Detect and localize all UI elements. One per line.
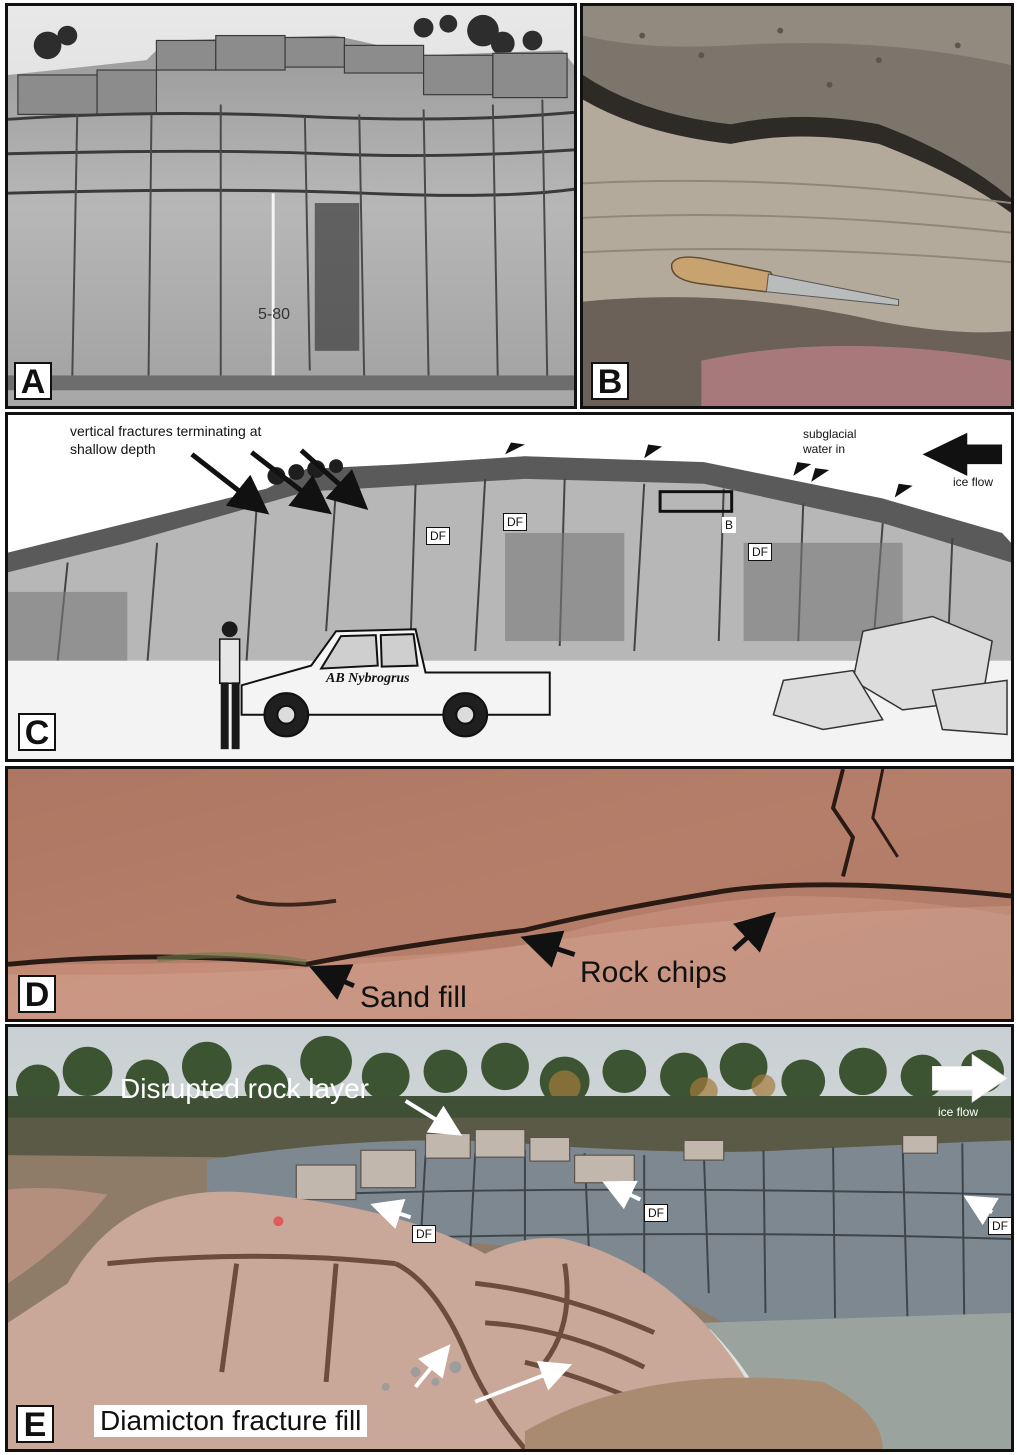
panel-b-photo [583, 6, 1011, 406]
panel-d-label: D [18, 975, 56, 1013]
df-label: DF [412, 1225, 436, 1243]
panel-d: Sand fill Rock chips D [5, 766, 1014, 1022]
df-label: DF [426, 527, 450, 545]
diamicton-fracture-fill-label: Diamicton fracture fill [94, 1405, 368, 1437]
panel-e: Disrupted rock layer ice flow DF DF DF D… [5, 1024, 1014, 1452]
disrupted-rock-layer-label: Disrupted rock layer [120, 1073, 369, 1104]
df-label: DF [988, 1217, 1011, 1235]
df-label: DF [644, 1204, 668, 1222]
ice-flow-label: ice flow [938, 1105, 979, 1119]
truck-lettering: AB Nybrogrus [326, 671, 410, 686]
ice-flow-label: ice flow [953, 475, 994, 489]
subglacial-line2: water in [803, 442, 846, 456]
inset-b-label: B [722, 517, 737, 533]
panel-b: B [580, 3, 1014, 409]
rock-chips-label: Rock chips [580, 956, 727, 989]
panel-e-label: E [16, 1405, 54, 1443]
sand-fill-label: Sand fill [360, 981, 467, 1014]
truck [240, 628, 551, 738]
panel-b-label: B [591, 362, 629, 400]
person [218, 621, 241, 750]
fractures-note-line2: shallow depth [70, 441, 156, 457]
df-label: DF [748, 543, 772, 561]
df-label: DF [503, 513, 527, 531]
panel-c-label: C [18, 713, 56, 751]
panel-d-photo [8, 769, 1011, 1019]
scale-text: 5-80 [258, 306, 291, 323]
panel-a-label: A [14, 362, 52, 400]
panel-c: vertical fractures terminating at shallo… [5, 412, 1014, 762]
panel-a: 5-80 A [5, 3, 577, 409]
panel-c-photo [8, 415, 1011, 759]
panel-a-photo [8, 6, 574, 406]
subglacial-line1: subglacial [803, 427, 857, 441]
fractures-note-line1: vertical fractures terminating at [70, 423, 262, 439]
panel-e-photo [8, 1027, 1011, 1449]
